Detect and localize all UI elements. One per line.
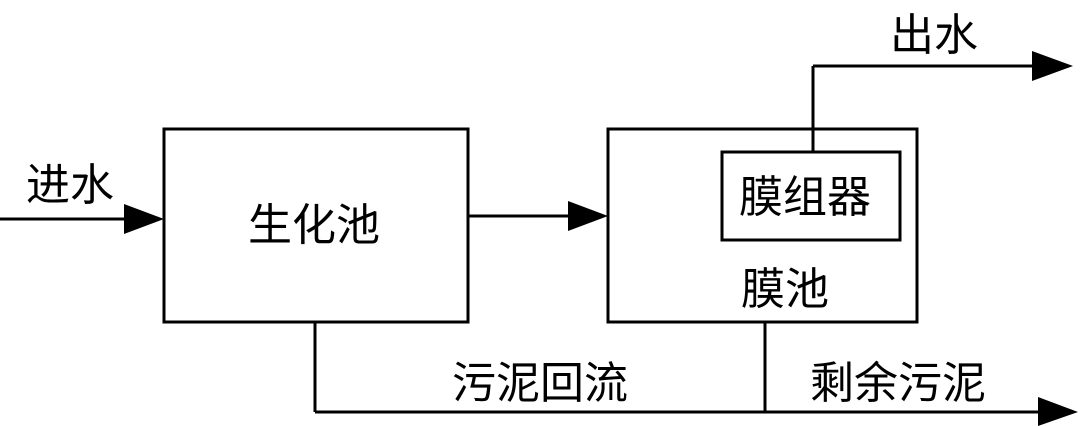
inflow-arrow xyxy=(0,204,164,234)
membrane-tank-box xyxy=(606,127,919,324)
inflow-label: 进水 xyxy=(26,160,114,211)
sludge-return-line xyxy=(313,322,767,414)
outflow-arrow xyxy=(811,51,1073,152)
membrane-module-label: 膜组器 xyxy=(739,172,871,223)
membrane-module-box xyxy=(720,150,902,242)
sludge-return-label: 污泥回流 xyxy=(452,358,628,409)
biochem-tank-label: 生化池 xyxy=(248,200,380,251)
outflow-label: 出水 xyxy=(890,10,978,61)
excess-sludge-label: 剩余污泥 xyxy=(810,358,986,409)
excess-sludge-arrow xyxy=(765,397,1078,426)
biochem-to-membrane-arrow xyxy=(468,201,608,231)
membrane-tank-label: 膜池 xyxy=(741,264,829,315)
